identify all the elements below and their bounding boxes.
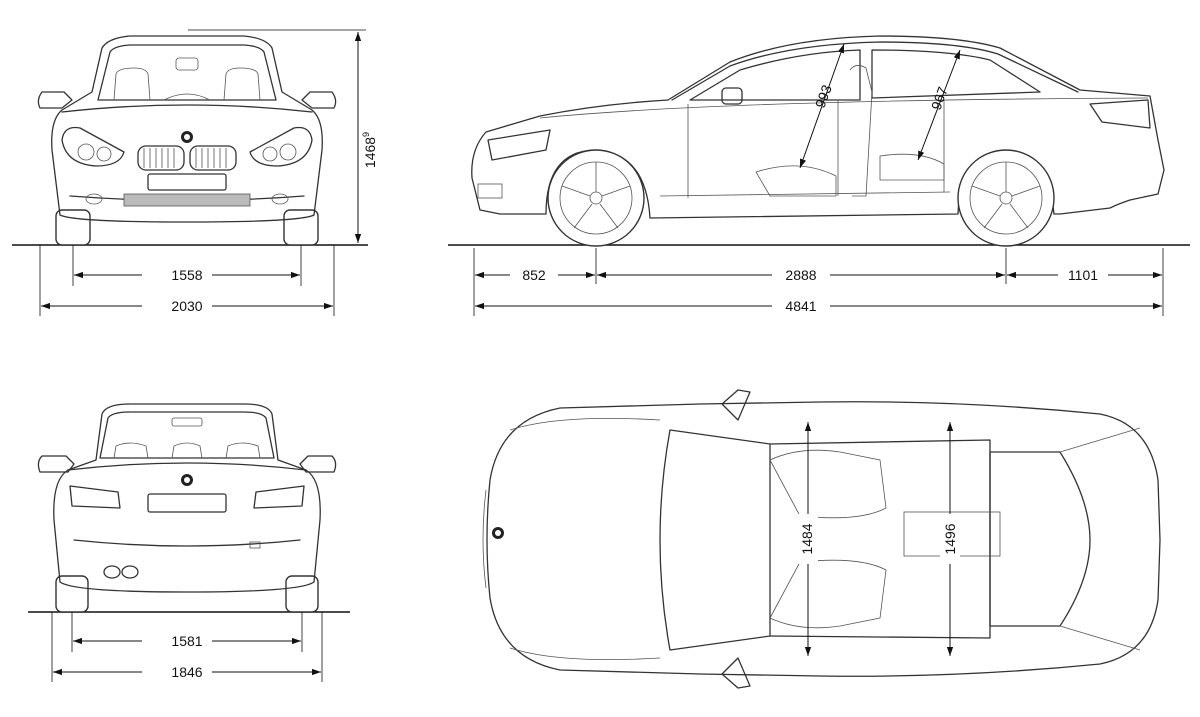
front-width-label: 2030 bbox=[171, 298, 202, 314]
height-label: 1468 bbox=[362, 137, 378, 168]
front-overhang-label: 852 bbox=[522, 267, 546, 283]
height-superscript: 9 bbox=[361, 132, 371, 137]
svg-text:14689: 14689 bbox=[361, 132, 378, 168]
front-headroom-label: 993 bbox=[812, 82, 835, 110]
rear-overhang-label: 1101 bbox=[1068, 267, 1098, 283]
front-track-label: 1558 bbox=[171, 267, 202, 283]
top-view: 1484 1496 bbox=[482, 389, 1161, 689]
bmw-roundel-icon-rear bbox=[181, 474, 193, 486]
bmw-roundel-icon-top bbox=[492, 527, 504, 539]
front-shoulder-label: 1484 bbox=[799, 523, 815, 554]
side-view: 993 967 852 2888 1101 4841 bbox=[448, 35, 1190, 316]
front-view: 14689 1558 2030 bbox=[12, 29, 378, 316]
wheelbase-label: 2888 bbox=[785, 267, 816, 283]
overall-length-label: 4841 bbox=[785, 298, 816, 314]
rear-width-label: 1846 bbox=[171, 664, 202, 680]
rear-shoulder-label: 1496 bbox=[942, 523, 958, 554]
bmw-roundel-icon bbox=[181, 131, 193, 143]
rear-view: 1581 1846 bbox=[28, 403, 350, 682]
rear-headroom-label: 967 bbox=[928, 84, 951, 112]
rear-track-label: 1581 bbox=[171, 633, 202, 649]
